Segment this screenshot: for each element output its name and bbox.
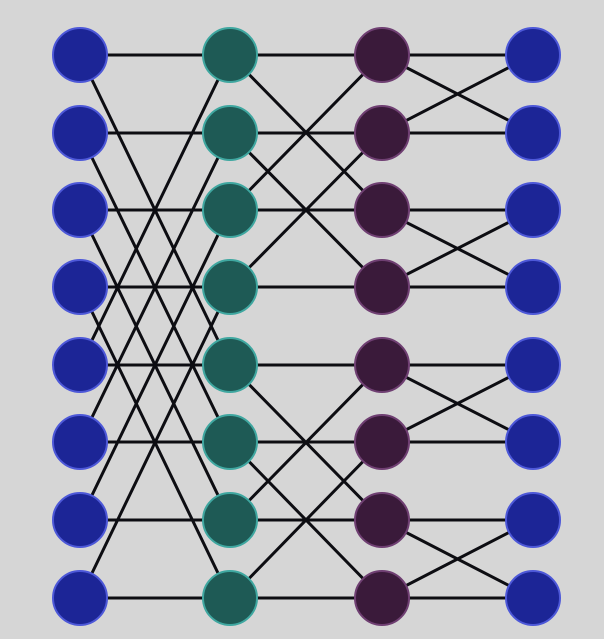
node-stage-1-3	[202, 259, 258, 315]
edge-s1n2-s2n0	[228, 53, 384, 212]
node-stage-2-4	[354, 337, 410, 393]
node-stage-2-7	[354, 570, 410, 626]
node-stage-2-0	[354, 27, 410, 83]
edge-s0n5-s1n1	[78, 131, 232, 444]
edge-s2n7-s3n6	[380, 518, 535, 600]
node-stage-0-0	[52, 27, 108, 83]
node-stage-0-5	[52, 414, 108, 470]
node-stage-1-7	[202, 570, 258, 626]
edge-s2n5-s3n4	[380, 363, 535, 444]
node-stage-0-6	[52, 492, 108, 548]
edge-s0n4-s1n0	[78, 53, 232, 367]
node-stage-3-0	[505, 27, 561, 83]
node-stage-0-7	[52, 570, 108, 626]
node-stage-1-2	[202, 182, 258, 238]
edge-s1n3-s2n1	[228, 131, 384, 289]
node-layer	[52, 27, 561, 626]
node-stage-0-1	[52, 105, 108, 161]
edge-s1n7-s2n5	[228, 440, 384, 600]
node-stage-1-0	[202, 27, 258, 83]
node-stage-3-5	[505, 414, 561, 470]
node-stage-2-1	[354, 105, 410, 161]
node-stage-3-6	[505, 492, 561, 548]
node-stage-3-3	[505, 259, 561, 315]
node-stage-2-5	[354, 414, 410, 470]
node-stage-0-2	[52, 182, 108, 238]
edge-s1n6-s2n4	[228, 363, 384, 522]
node-stage-2-2	[354, 182, 410, 238]
node-stage-1-5	[202, 414, 258, 470]
node-stage-2-6	[354, 492, 410, 548]
node-stage-0-4	[52, 337, 108, 393]
node-stage-3-4	[505, 337, 561, 393]
node-stage-1-1	[202, 105, 258, 161]
node-stage-2-3	[354, 259, 410, 315]
edge-s0n6-s1n2	[78, 208, 232, 522]
node-stage-1-6	[202, 492, 258, 548]
node-stage-1-4	[202, 337, 258, 393]
edge-s0n7-s1n3	[78, 285, 232, 600]
edge-layer	[78, 53, 535, 600]
edge-s2n3-s3n2	[380, 208, 535, 289]
edge-s2n1-s3n0	[380, 53, 535, 135]
node-stage-0-3	[52, 259, 108, 315]
node-stage-3-7	[505, 570, 561, 626]
node-stage-3-2	[505, 182, 561, 238]
node-stage-3-1	[505, 105, 561, 161]
